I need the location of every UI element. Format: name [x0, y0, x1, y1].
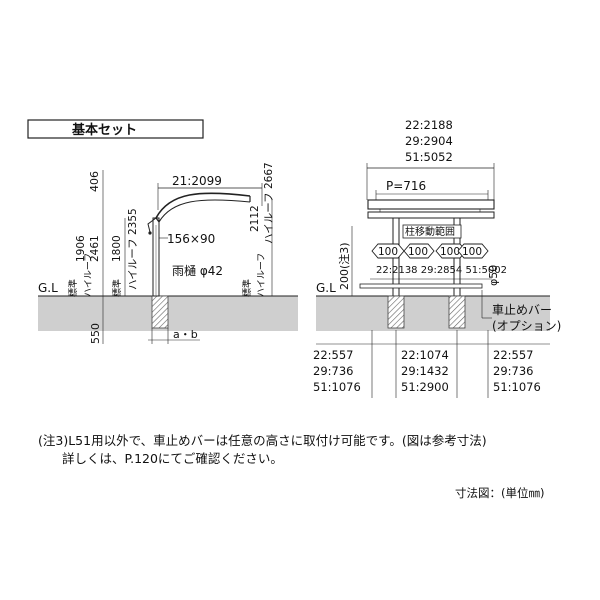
foundation-left: [151, 295, 169, 329]
note-line-2: 詳しくは、P.120にてご確認ください。: [62, 451, 283, 466]
top-dim-2: 29:2904: [405, 134, 453, 148]
bottom-col3-row2: 29:736: [493, 364, 533, 378]
dim-2667: ハイルーフ 2667: [263, 162, 275, 244]
stop-bar: [359, 283, 483, 289]
bottom-col1-row2: 29:736: [313, 364, 353, 378]
dim-2461: 2461: [89, 235, 101, 262]
roof-beam: [367, 199, 495, 210]
section-title: 基本セット: [71, 122, 137, 138]
label-highroof-left: ハイルーフ: [84, 253, 94, 297]
top-dim-1: 22:2188: [405, 118, 453, 132]
label-highroof-right: ハイルーフ: [257, 253, 267, 297]
mid-dims: 22:2138 29:2854 51:5002: [376, 265, 507, 276]
label-standard-right: 標準: [241, 279, 253, 297]
front-view: 22:2188 29:2904 51:5052 P=716 柱移動範囲 100 …: [313, 118, 561, 398]
span-dim: 21:2099: [172, 174, 222, 188]
roof-curve: [155, 192, 251, 219]
gutter-label: 雨樋 φ42: [172, 263, 223, 278]
label-standard-left: 標準: [67, 279, 79, 297]
bottom-col2-row3: 51:2900: [401, 380, 449, 394]
bottom-col3-row1: 22:557: [493, 348, 533, 362]
section-title-box: [27, 119, 204, 139]
ground-band-right: [316, 296, 550, 331]
dim-550: 550: [89, 323, 102, 344]
units-label: 寸法図：(単位㎜): [455, 486, 545, 500]
dim-1800: 1800: [111, 235, 123, 262]
side-view: G.L 21:2099 406 1906 2461 1800 ハイルーフ 235…: [38, 162, 298, 344]
height-note: 200(注3): [337, 242, 351, 290]
dim-2112: 2112: [249, 205, 261, 232]
dim-406: 406: [88, 171, 101, 192]
note-line-1: (注3)L51用以外で、車止めバーは任意の高さに取付け可能です。(図は参考寸法): [38, 433, 487, 448]
spacing-arrows: 100 100 100 100: [371, 243, 489, 259]
beam-label: 柱移動範囲: [405, 225, 455, 238]
top-dim-3: 51:5052: [405, 150, 453, 164]
option-label: (オプション): [492, 319, 561, 333]
bottom-col1-row1: 22:557: [313, 348, 353, 362]
dim-2355: ハイルーフ 2355: [127, 208, 139, 290]
dim-1906: 1906: [75, 235, 87, 262]
spacing-1: 100: [378, 246, 398, 258]
bottom-col1-row3: 51:1076: [313, 380, 361, 394]
gl-label-left: G.L: [38, 281, 58, 295]
bottom-col2-row2: 29:1432: [401, 364, 449, 378]
foundation-right-b: [448, 295, 466, 329]
foundation-right-a: [387, 295, 405, 329]
bottom-col2-row1: 22:1074: [401, 348, 449, 362]
ab-label: a・b: [173, 328, 198, 341]
spacing-3: 100: [440, 246, 460, 258]
pipe-dia: φ50: [487, 265, 500, 286]
label-standard-mid: 標準: [111, 279, 123, 297]
bottom-col3-row3: 51:1076: [493, 380, 541, 394]
spacing-2: 100: [408, 246, 428, 258]
pitch-label: P=716: [386, 179, 426, 193]
post-size-label: 156×90: [167, 232, 215, 246]
gl-label-right: G.L: [316, 281, 336, 295]
beam-label-box: [402, 224, 462, 239]
roof-beam-lower: [367, 211, 495, 219]
spacing-4: 100: [462, 246, 482, 258]
stop-bar-label: 車止めバー: [492, 303, 552, 317]
